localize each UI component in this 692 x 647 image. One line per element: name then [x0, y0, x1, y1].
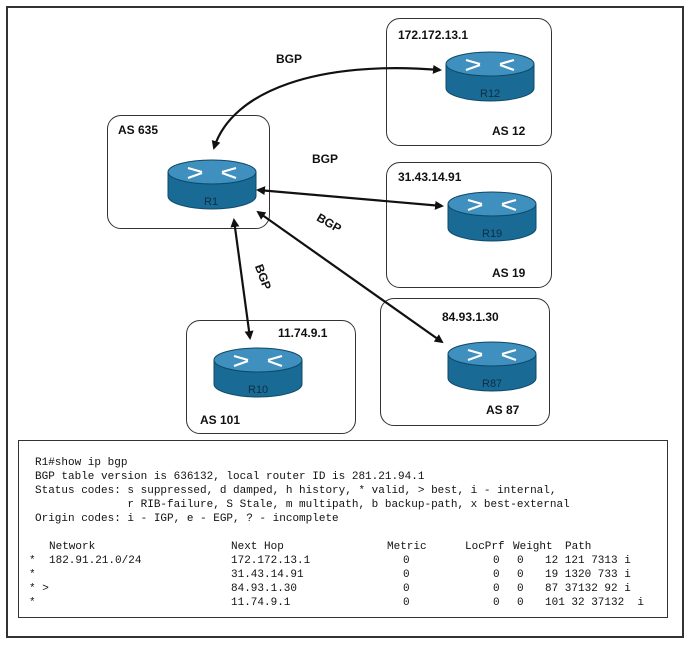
- router-r12-name: R12: [480, 88, 501, 100]
- route-weight: 0: [517, 597, 524, 609]
- col-header-network: Network: [49, 541, 96, 553]
- col-header-locprf: LocPrf: [465, 541, 505, 553]
- router-r87-name: R87: [482, 378, 503, 390]
- route-locprf: 0: [493, 597, 500, 609]
- col-header-metric: Metric: [387, 541, 427, 553]
- route-metric: 0: [403, 597, 410, 609]
- route-next-hop: 31.43.14.91: [231, 569, 304, 581]
- col-header-path: Path: [565, 541, 592, 553]
- route-next-hop: 84.93.1.30: [231, 583, 298, 595]
- route-locprf: 0: [493, 555, 500, 567]
- route-weight: 0: [517, 555, 524, 567]
- route-path: 19 1320 733 i: [545, 569, 631, 581]
- router-r1: R1: [166, 158, 258, 212]
- router-r19: R19: [446, 190, 538, 244]
- as-101-label: AS 101: [200, 413, 241, 427]
- col-header-weight: Weight: [513, 541, 553, 553]
- route-metric: 0: [403, 583, 410, 595]
- r19-ip-label: 31.43.14.91: [398, 170, 462, 184]
- cli-status-codes-cont: r RIB-failure, S Stale, m multipath, b b…: [35, 499, 570, 511]
- link-r1-r12: [211, 64, 442, 150]
- router-r87: R87: [446, 340, 538, 394]
- cli-prompt: R1#show ip bgp: [35, 457, 128, 469]
- as-87-label: AS 87: [486, 403, 520, 417]
- col-header-next-hop: Next Hop: [231, 541, 284, 553]
- as-635-label: AS 635: [118, 123, 159, 137]
- route-next-hop: 11.74.9.1: [231, 597, 291, 609]
- router-icon: [447, 191, 537, 242]
- route-status: *: [29, 555, 36, 567]
- route-metric: 0: [403, 555, 410, 567]
- router-r12: R12: [444, 50, 536, 104]
- link-r1-r87: [256, 210, 444, 344]
- route-locprf: 0: [493, 583, 500, 595]
- cli-output-box: R1#show ip bgp BGP table version is 6361…: [18, 440, 668, 618]
- link-r1-r19: [256, 186, 444, 210]
- bgp-label-r12: BGP: [276, 52, 303, 66]
- bgp-label-r19: BGP: [312, 152, 339, 166]
- router-r10: R10: [212, 346, 304, 400]
- route-path: 101 32 37132 i: [545, 597, 645, 609]
- route-next-hop: 172.172.13.1: [231, 555, 311, 567]
- router-r1-name: R1: [204, 196, 219, 208]
- route-weight: 0: [517, 583, 524, 595]
- router-icon: [167, 159, 257, 210]
- route-weight: 0: [517, 569, 524, 581]
- cli-status-codes: Status codes: s suppressed, d damped, h …: [35, 485, 557, 497]
- router-r10-name: R10: [248, 384, 269, 396]
- route-status: * >: [29, 583, 49, 595]
- as-12-label: AS 12: [492, 124, 526, 138]
- r12-ip-label: 172.172.13.1: [398, 28, 469, 42]
- route-status: *: [29, 597, 36, 609]
- router-icon: [213, 347, 303, 398]
- as-19-label: AS 19: [492, 266, 526, 280]
- route-network: 182.91.21.0/24: [49, 555, 142, 567]
- router-r19-name: R19: [482, 228, 503, 240]
- route-locprf: 0: [493, 569, 500, 581]
- router-icon: [445, 51, 535, 102]
- r87-ip-label: 84.93.1.30: [442, 310, 499, 324]
- cli-table-version: BGP table version is 636132, local route…: [35, 471, 425, 483]
- router-icon: [447, 341, 537, 392]
- cli-origin-codes: Origin codes: i - IGP, e - EGP, ? - inco…: [35, 513, 339, 525]
- route-metric: 0: [403, 569, 410, 581]
- route-path: 87 37132 92 i: [545, 583, 631, 595]
- route-path: 12 121 7313 i: [545, 555, 631, 567]
- route-status: *: [29, 569, 36, 581]
- r10-ip-label: 11.74.9.1: [278, 326, 328, 340]
- link-r1-r10: [230, 218, 254, 340]
